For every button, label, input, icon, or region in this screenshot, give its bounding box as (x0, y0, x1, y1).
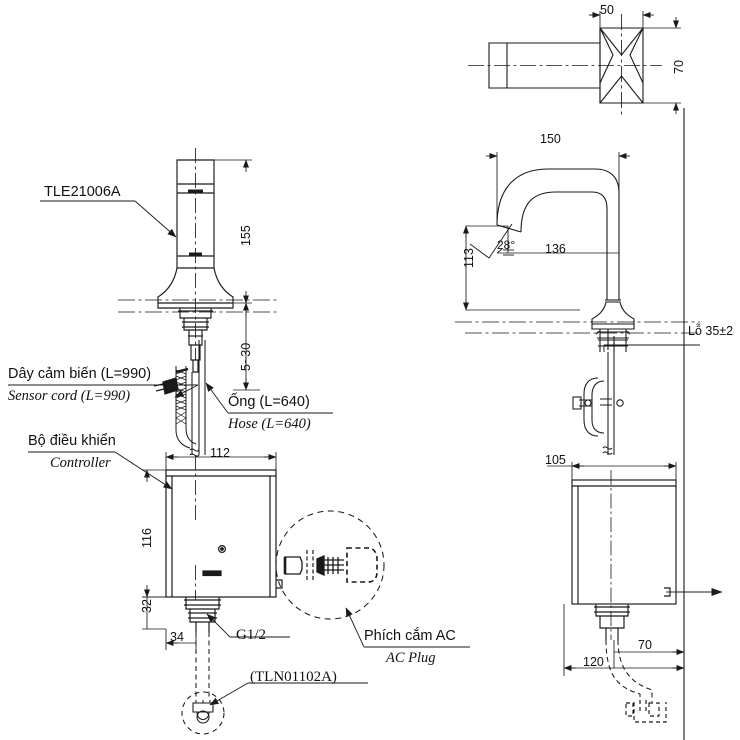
label-sensor-cord-vi: Dây cảm biến (L=990) (8, 366, 152, 382)
label-valve-code: (TLN01102A) (250, 669, 337, 685)
front-dimension-5-30 (233, 302, 260, 391)
hole-note-leader (603, 344, 700, 352)
front-angle-valve (181, 691, 225, 735)
right-deck-centerlines (455, 321, 700, 334)
side-dimension-136 (496, 248, 619, 254)
dim-120: 120 (583, 655, 604, 669)
dim-70-side: 70 (638, 638, 652, 652)
side-wall-outlet (625, 700, 667, 723)
left-deck-centerlines (118, 299, 278, 313)
label-hole-note: Lỗ 35±2 (688, 324, 734, 338)
label-thread-code: G1/2 (236, 627, 266, 643)
dim-136: 136 (545, 242, 566, 256)
front-supply-tube (195, 632, 210, 700)
front-hose (189, 340, 206, 457)
plan-dimension-50 (589, 11, 654, 28)
dim-34: 34 (170, 630, 184, 644)
dim-32: 32 (140, 599, 154, 613)
front-dimension-112 (165, 452, 277, 470)
side-controller-box (571, 479, 677, 640)
side-dimension-113 (463, 225, 580, 311)
side-dimension-150 (486, 152, 630, 222)
side-dimension-120 (563, 604, 685, 676)
dim-28-deg: 28° (497, 238, 516, 252)
side-view-spout (496, 168, 635, 352)
dim-155: 155 (239, 225, 253, 246)
label-hose-en: Hose (L=640) (228, 416, 311, 432)
leader-lines (8, 200, 470, 706)
front-controller-box (165, 469, 283, 632)
ac-plug-detail-circle (275, 510, 385, 620)
plan-centerlines (468, 14, 662, 117)
dim-116: 116 (140, 528, 154, 548)
label-hose-vi: Ống (L=640) (228, 394, 310, 410)
side-dimension-105 (547, 462, 677, 480)
dim-113: 113 (462, 248, 476, 268)
label-product-code: TLE21006A (44, 184, 121, 200)
dim-150: 150 (540, 132, 561, 146)
dim-112: 112 (210, 446, 230, 460)
front-dimension-32 (142, 596, 166, 630)
label-controller-en: Controller (50, 455, 111, 471)
side-power-cable (605, 639, 653, 702)
front-sensor-cord (153, 366, 197, 449)
dim-50: 50 (600, 3, 614, 17)
dim-5-30: 5~30 (239, 342, 253, 371)
label-ac-plug-vi: Phích cắm AC (364, 628, 456, 644)
dim-70-plan: 70 (672, 60, 686, 74)
side-hose-cord (572, 352, 624, 455)
label-sensor-cord-en: Sensor cord (L=990) (8, 388, 131, 404)
plan-dimension-70 (643, 17, 681, 114)
label-controller-vi: Bộ điều khiển (28, 433, 116, 449)
dim-105: 105 (545, 453, 566, 467)
angle-28-leader (469, 223, 514, 259)
label-ac-plug-en: AC Plug (386, 650, 436, 666)
side-dimension-70 (613, 640, 685, 668)
